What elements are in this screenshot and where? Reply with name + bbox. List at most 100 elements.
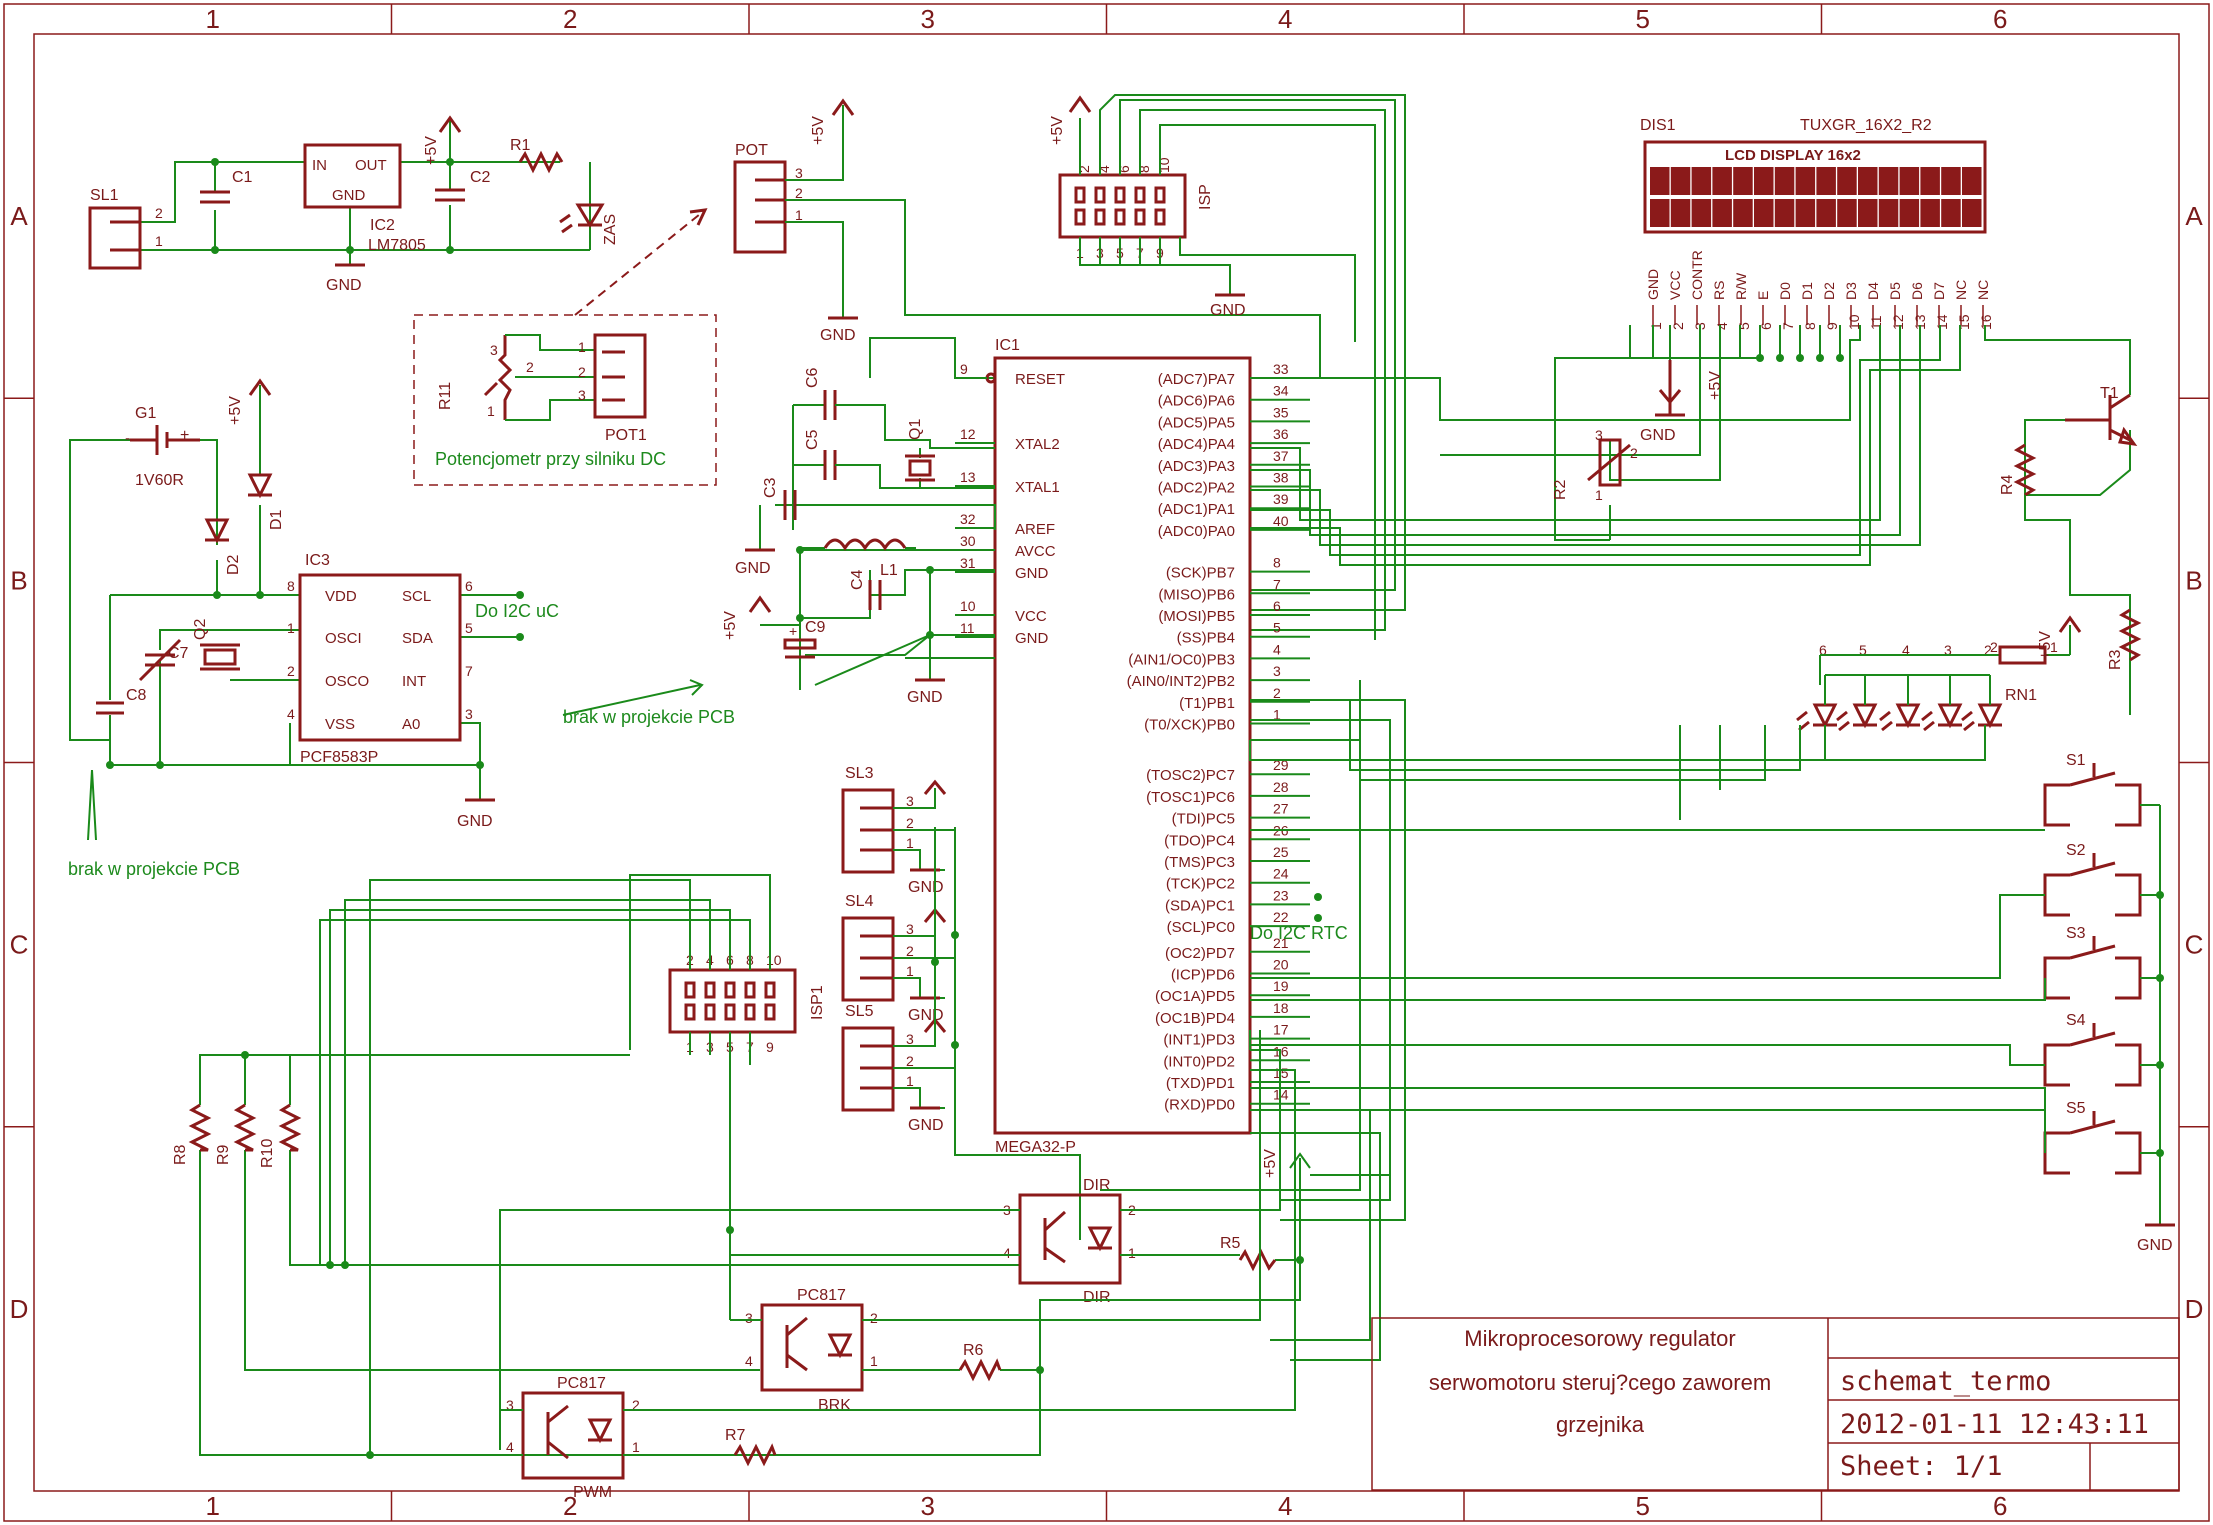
ic1-pin-label: (ADC0)PA0	[1158, 523, 1235, 540]
ic1-pin-label: XTAL2	[1015, 436, 1060, 453]
lcd-pin-number: 6	[1758, 322, 1774, 330]
ic1-pin-label: (OC1A)PD5	[1155, 988, 1235, 1005]
resistor-r7: R7	[725, 1427, 777, 1467]
label-r7: R7	[725, 1427, 746, 1444]
svg-text:1: 1	[906, 1073, 914, 1089]
ic2-out: OUT	[355, 157, 387, 174]
frame-col-label: 3	[921, 4, 935, 34]
svg-text:1: 1	[578, 339, 586, 355]
drawing-name: schemat_termo	[1840, 1366, 2051, 1397]
drawing-datetime: 2012-01-11 12:43:11	[1840, 1409, 2149, 1440]
ic1-pin-label: (ICP)PD6	[1171, 967, 1235, 984]
lcd-cell	[1650, 199, 1670, 227]
ic1-pin-label: (SCL)PC0	[1167, 919, 1235, 936]
lcd-cell	[1920, 167, 1940, 195]
mcu-ic1: IC1 MEGA32-P RESET9XTAL212XTAL113AREF32A…	[955, 337, 1310, 1156]
lcd-pin-number: 4	[1714, 322, 1730, 330]
switch-label: S4	[2066, 1012, 2086, 1029]
ic1-pin-number: 19	[1273, 978, 1289, 994]
ic1-pin-number: 17	[1273, 1022, 1289, 1038]
ic1-pin-label: (SDA)PC1	[1165, 897, 1235, 914]
label-r4: R4	[1999, 474, 2016, 495]
frame-row-label: B	[10, 565, 27, 595]
resistor-r8: R8	[172, 1103, 212, 1165]
label-r10: R10	[259, 1139, 276, 1168]
opto-dir-bottom: DIR	[1083, 1289, 1111, 1306]
switch-icon	[2069, 1031, 2116, 1047]
svg-text:2: 2	[870, 1310, 878, 1326]
servo-connector-label: SL5	[845, 1003, 874, 1020]
frame-col-label: 1	[206, 4, 220, 34]
ic3-pin-label: OSCI	[325, 630, 362, 647]
label-t1: T1	[2100, 385, 2119, 402]
ic3-pin-label: OSCO	[325, 673, 369, 690]
ic1-pin-label: (TOSC1)PC6	[1146, 789, 1235, 806]
ic1-pin-label: (TDO)PC4	[1164, 832, 1235, 849]
supply-arrow-5v-g: +5V	[2037, 615, 2082, 660]
optocoupler-pwm: PC817 PWM 34 21	[506, 1375, 640, 1501]
frame-col-label: 4	[1278, 1491, 1292, 1521]
svg-text:3: 3	[906, 793, 914, 809]
title-block: Mikroprocesorowy regulator serwomotoru s…	[1371, 1317, 2180, 1491]
isp-pin-number: 8	[1136, 165, 1152, 173]
ic1-pin-label: AVCC	[1015, 543, 1056, 560]
inductor-l1: L1	[823, 538, 907, 579]
svg-text:2: 2	[526, 359, 534, 375]
ic1-pin-number: 28	[1273, 779, 1289, 795]
lcd-cell	[1878, 167, 1899, 195]
label-r2: R2	[1552, 479, 1569, 500]
svg-text:1: 1	[870, 1353, 878, 1369]
ic1-pin-label: XTAL1	[1015, 479, 1060, 496]
supply-arrow-5v-f: +5V	[1707, 371, 1724, 400]
ic3-pin-number: 8	[287, 578, 295, 594]
svg-text:3: 3	[490, 342, 498, 358]
label-r3: R3	[2107, 649, 2124, 670]
label-c2: C2	[470, 169, 491, 186]
supply-label: +5V	[2037, 631, 2054, 660]
switch-icon	[2069, 861, 2116, 877]
ic1-pin-label: (INT0)PD2	[1163, 1053, 1235, 1070]
ic3-pin-number: 6	[465, 578, 473, 594]
frame-col-label: 2	[563, 4, 577, 34]
lcd-wiring: R2 321 GND +5V R4 T1 R	[1250, 325, 2142, 715]
gnd-label: GND	[820, 327, 856, 344]
frame-row-label: D	[2185, 1294, 2204, 1324]
ic1-pin-label: (RXD)PD0	[1164, 1097, 1235, 1114]
title-line-2: serwomotoru steruj?cego zaworem	[1429, 1370, 1771, 1395]
svg-text:3: 3	[906, 1031, 914, 1047]
switch-label: S5	[2066, 1100, 2086, 1117]
ic1-pin-label: GND	[1015, 565, 1049, 582]
frame-row-label: B	[2185, 565, 2202, 595]
resistor-r5: R5	[1220, 1235, 1277, 1272]
svg-text:1: 1	[487, 403, 495, 419]
optocouplers: DIR DIR 34 21 R5 +5V PC817 BRK	[370, 699, 1406, 1501]
svg-text:3: 3	[906, 921, 914, 937]
ic1-pin-number: 4	[1273, 641, 1281, 657]
optocoupler-brk: PC817 BRK 34 21	[745, 1287, 878, 1414]
resistor-r6: R6	[958, 1342, 1002, 1382]
supply-arrow-5v-e: +5V	[722, 595, 772, 640]
lcd-cell	[1650, 167, 1670, 195]
lcd-cell	[1754, 167, 1774, 195]
ic1-pin-label: (ADC7)PA7	[1158, 371, 1235, 388]
ic1-pin-number: 10	[960, 598, 976, 614]
isp-pin-number: 6	[1116, 165, 1132, 173]
resistor-r9: R9	[215, 1103, 257, 1165]
lcd-cell	[1858, 167, 1878, 195]
gnd-label: GND	[1210, 302, 1246, 319]
pot-motor-box: 321 123 R11 POT1 Potencjometr przy silni…	[413, 208, 717, 486]
label-c6: C6	[804, 367, 821, 388]
label-c4: C4	[849, 569, 866, 590]
transistor-t1: T1	[2065, 385, 2138, 446]
label-isp1: ISP1	[809, 985, 826, 1020]
lcd-pin-label: NC	[1953, 280, 1969, 300]
ic1-pin-label: (OC2)PD7	[1165, 945, 1235, 962]
ic1-pin-number: 40	[1273, 513, 1289, 529]
ic1-pin-number: 37	[1273, 448, 1289, 464]
lcd-cell	[1899, 167, 1920, 195]
label-r6: R6	[963, 1342, 984, 1359]
capacitor-c2: C2	[435, 169, 491, 202]
